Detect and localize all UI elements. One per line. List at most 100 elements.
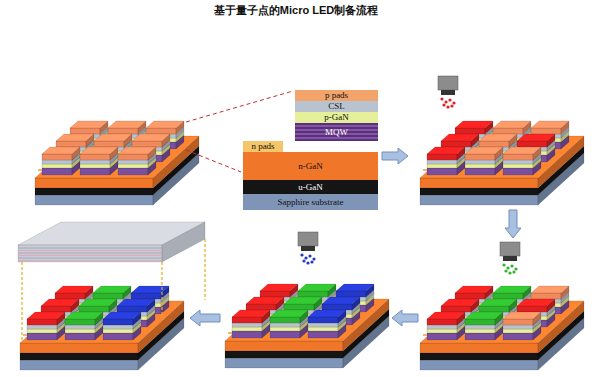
substrate-layer xyxy=(225,358,343,368)
pixel-layer xyxy=(80,168,110,175)
substrate-layer xyxy=(225,351,343,358)
pixel-layer xyxy=(465,329,495,333)
pixel-layer xyxy=(503,329,533,333)
quantum-dot xyxy=(446,105,449,108)
cover-film xyxy=(18,248,162,249)
pixel-top xyxy=(465,312,503,319)
pixel-top xyxy=(503,147,541,154)
pixel-layer xyxy=(517,141,547,147)
cover-plate xyxy=(18,222,205,340)
quantum-dot xyxy=(514,267,517,270)
substrate-layer xyxy=(20,360,138,370)
pixel-top xyxy=(455,286,493,293)
pixel-top xyxy=(118,147,156,154)
substrate-top xyxy=(420,301,584,343)
pixel-layer xyxy=(308,317,338,323)
printer-nozzle xyxy=(438,76,458,109)
pixel-top xyxy=(308,310,346,317)
pixel-layer xyxy=(132,141,162,147)
pixel-layer xyxy=(65,333,95,340)
pixel-layer xyxy=(232,317,262,323)
pixel-top xyxy=(117,299,155,306)
pixel-layer xyxy=(270,331,300,338)
pixel-layer xyxy=(27,319,57,325)
pixel-layer xyxy=(42,164,72,168)
pixel-layer xyxy=(465,164,495,168)
quantum-dot xyxy=(306,261,309,264)
quantum-dot xyxy=(312,257,315,260)
pixel-top xyxy=(94,134,132,141)
pixel-layer xyxy=(232,331,262,338)
pixel-top xyxy=(493,121,531,128)
pixel-layer xyxy=(108,128,138,134)
quantum-dot xyxy=(502,263,505,266)
substrate-top xyxy=(225,299,389,341)
pixel-layer xyxy=(531,128,561,134)
pixel-top xyxy=(493,286,531,293)
layer-band: p pads xyxy=(295,90,378,101)
quantum-dot xyxy=(450,104,453,107)
pixel-layer xyxy=(80,160,110,164)
pixel-layer xyxy=(27,325,57,329)
pixel-layer xyxy=(503,325,533,329)
layer-band: MQW xyxy=(295,123,378,141)
substrate-top xyxy=(35,136,199,178)
nozzle-tip xyxy=(441,90,455,95)
substrate-top xyxy=(420,136,584,178)
pixel-layer xyxy=(260,291,290,297)
guide-line xyxy=(204,239,205,300)
pixel-layer xyxy=(465,154,495,160)
pixel-layer xyxy=(232,327,262,331)
pixel-top xyxy=(42,147,80,154)
quantum-dot xyxy=(308,254,311,257)
pixel-layer xyxy=(93,293,123,299)
pixel-top xyxy=(103,312,141,319)
zoom-line xyxy=(186,91,293,122)
pixel-layer xyxy=(56,141,86,147)
layer-band: CSL xyxy=(295,101,378,112)
quantum-dot xyxy=(506,266,509,269)
pixel-layer xyxy=(103,329,133,333)
nozzle-tip xyxy=(301,246,315,251)
flow-arrow xyxy=(505,210,521,238)
pixel-layer xyxy=(232,323,262,327)
flow-arrow xyxy=(190,310,220,326)
pixel-layer xyxy=(427,329,457,333)
diagram-title: 基于量子点的Micro LED制备流程 xyxy=(0,3,592,18)
led-array xyxy=(35,121,199,205)
pixel-layer xyxy=(503,319,533,325)
pixel-layer xyxy=(42,160,72,164)
pixel-layer xyxy=(308,331,338,338)
printer-nozzle xyxy=(298,232,318,265)
pixel-layer xyxy=(441,306,471,312)
pixel-top xyxy=(93,286,131,293)
pixel-top xyxy=(146,121,184,128)
quantum-dot xyxy=(302,259,305,262)
pixel-top xyxy=(55,286,93,293)
substrate-layer xyxy=(35,178,153,188)
substrate-layer xyxy=(225,341,343,351)
quantum-dot xyxy=(448,98,451,101)
quantum-dot xyxy=(310,260,313,263)
pixel-layer xyxy=(503,154,533,160)
nozzle-tip xyxy=(503,256,517,261)
pixel-layer xyxy=(427,160,457,164)
guide-line xyxy=(21,262,22,340)
pixel-top xyxy=(27,312,65,319)
pixel-layer xyxy=(70,128,100,134)
pixel-layer xyxy=(427,168,457,175)
pixel-layer xyxy=(27,329,57,333)
pixel-layer xyxy=(503,164,533,168)
pixel-top xyxy=(455,121,493,128)
pixel-top xyxy=(517,134,555,141)
pixel-top xyxy=(517,299,555,306)
pixel-layer xyxy=(503,333,533,340)
pixel-top xyxy=(70,121,108,128)
substrate-layer xyxy=(35,188,153,195)
pixel-layer xyxy=(336,291,366,297)
pixel-layer xyxy=(80,154,110,160)
pixel-layer xyxy=(118,164,148,168)
pixel-layer xyxy=(118,168,148,175)
pixel-top xyxy=(427,147,465,154)
led-array xyxy=(20,286,184,370)
